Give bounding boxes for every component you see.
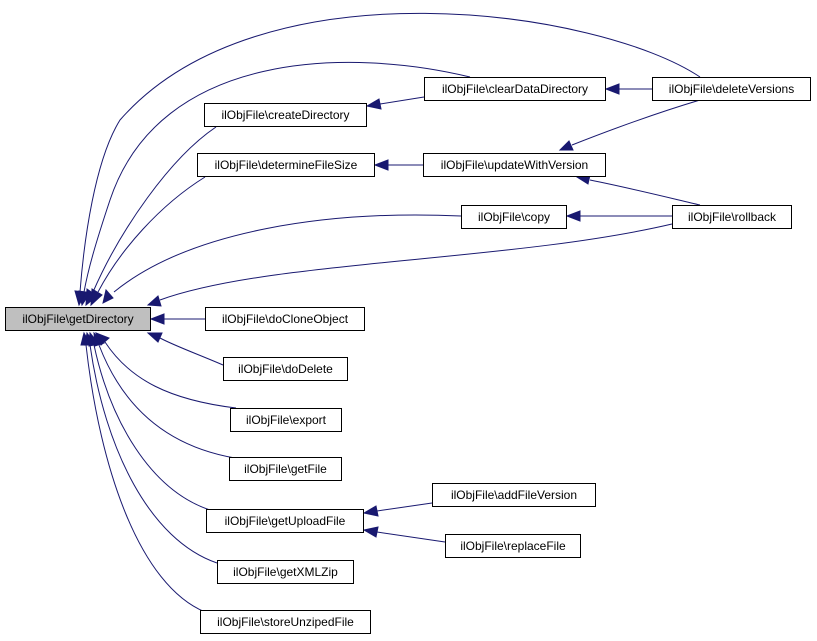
edge-clearDataDirectory-to-createDirectory [365, 96, 425, 110]
edge-line [376, 531, 446, 543]
edge-line [89, 344, 218, 564]
arrowhead [373, 159, 389, 171]
node-do-clone-object[interactable]: ilObjFile\doCloneObject [205, 307, 365, 331]
node-rollback[interactable]: ilObjFile\rollback [672, 205, 792, 229]
node-get-file[interactable]: ilObjFile\getFile [229, 457, 342, 481]
edge-line [97, 176, 206, 293]
arrowhead [362, 526, 379, 538]
edge-deleteVersions-to-clearDataDirectory [604, 83, 652, 95]
node-determine-file-size[interactable]: ilObjFile\determineFileSize [197, 153, 375, 177]
arrowhead [102, 288, 114, 304]
edge-storeUnzipedFile-to-getDirectory [80, 331, 206, 613]
arrowhead [365, 98, 382, 110]
node-get-directory: ilObjFile\getDirectory [5, 307, 151, 331]
edge-line [159, 223, 673, 301]
arrowhead [565, 210, 581, 222]
edge-line [571, 99, 701, 146]
edge-doCloneObject-to-getDirectory [149, 313, 205, 325]
arrowhead [74, 290, 87, 307]
edge-determineFileSize-to-getDirectory [90, 176, 206, 307]
node-store-unziped-file[interactable]: ilObjFile\storeUnzipedFile [200, 610, 371, 634]
arrowhead [149, 313, 165, 325]
edge-line [79, 12, 701, 293]
edge-line [589, 179, 701, 206]
edge-rollback-to-getDirectory [146, 223, 673, 307]
edge-line [85, 344, 206, 613]
node-copy[interactable]: ilObjFile\copy [461, 205, 567, 229]
edge-rollback-to-copy [565, 210, 672, 222]
node-do-delete[interactable]: ilObjFile\doDelete [223, 357, 348, 381]
arrowhead [362, 505, 379, 517]
edge-line [376, 502, 433, 512]
edge-line [93, 344, 211, 511]
node-get-xml-zip[interactable]: ilObjFile\getXMLZip [217, 560, 354, 584]
edge-line [104, 341, 237, 409]
arrowhead [558, 140, 574, 151]
node-replace-file[interactable]: ilObjFile\replaceFile [445, 534, 581, 558]
arrowhead [146, 295, 162, 307]
edge-line [83, 62, 471, 293]
edge-line [379, 96, 425, 105]
node-get-upload-file[interactable]: ilObjFile\getUploadFile [206, 509, 364, 533]
edge-line [113, 214, 462, 293]
node-update-with-version[interactable]: ilObjFile\updateWithVersion [423, 153, 606, 177]
edge-rollback-to-updateWithVersion [575, 174, 701, 206]
node-add-file-version[interactable]: ilObjFile\addFileVersion [432, 483, 596, 507]
arrowhead [80, 331, 92, 346]
edge-doDelete-to-getDirectory [146, 332, 224, 366]
node-clear-data-directory[interactable]: ilObjFile\clearDataDirectory [424, 77, 606, 101]
edge-deleteVersions-to-getDirectory [74, 12, 701, 307]
edge-line [98, 344, 236, 459]
edge-deleteVersions-to-updateWithVersion [558, 99, 701, 151]
edge-updateWithVersion-to-determineFileSize [373, 159, 423, 171]
node-create-directory[interactable]: ilObjFile\createDirectory [204, 103, 367, 127]
edge-line [159, 337, 224, 366]
edge-copy-to-getDirectory [102, 214, 462, 304]
edge-replaceFile-to-getUploadFile [362, 526, 446, 543]
node-delete-versions[interactable]: ilObjFile\deleteVersions [652, 77, 811, 101]
edge-line [92, 126, 217, 293]
arrowhead [146, 332, 163, 343]
edge-export-to-getDirectory [95, 332, 237, 409]
arrowhead [604, 83, 620, 95]
node-export[interactable]: ilObjFile\export [230, 408, 342, 432]
edge-getFile-to-getDirectory [93, 331, 236, 459]
edge-addFileVersion-to-getUploadFile [362, 502, 433, 517]
arrowhead [90, 288, 103, 307]
